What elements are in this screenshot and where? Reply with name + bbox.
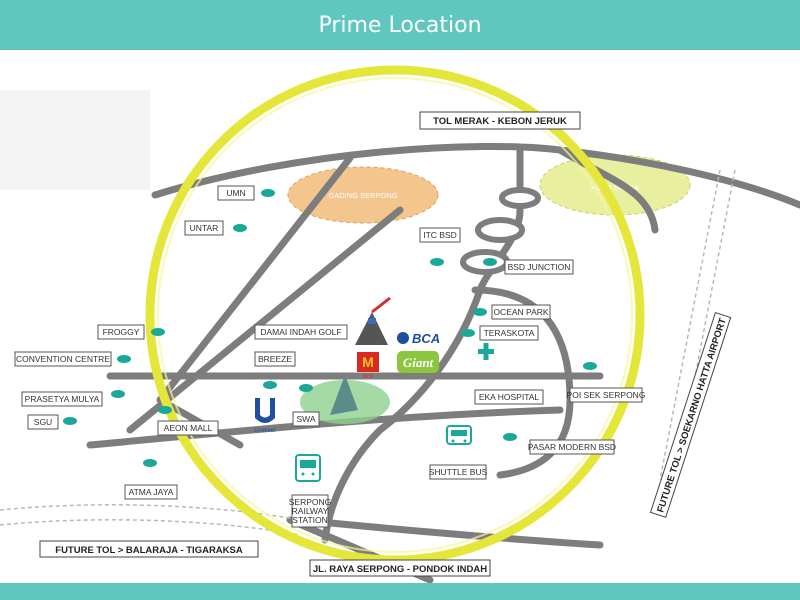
area-alam-sutra-label: ALAM SUTRA (591, 183, 639, 192)
svg-text:PASAR MODERN BSD: PASAR MODERN BSD (528, 442, 616, 452)
hospital-cross-icon (478, 343, 494, 360)
svg-text:SWA: SWA (296, 414, 315, 424)
svg-text:PRASETYA MULYA: PRASETYA MULYA (25, 394, 100, 404)
bca-logo: BCA (397, 331, 440, 346)
svg-text:AEON MALL: AEON MALL (164, 423, 213, 433)
place-shuttle-bus: SHUTTLE BUS (429, 464, 488, 480)
svg-text:ITC BSD: ITC BSD (423, 230, 457, 240)
svg-text:SGU: SGU (34, 417, 52, 427)
place-breeze: BREEZE (254, 351, 296, 389)
future-toll-south-line-2 (0, 519, 301, 536)
place-bsd-junction: BSD JUNCTION (483, 258, 574, 275)
svg-text:BREEZE: BREEZE (258, 354, 292, 364)
location-map: GADING SERPONG ALAM SUTRA TOL MERAK - KE… (0, 65, 800, 583)
marker-dot (461, 329, 475, 337)
project-building-icon (330, 375, 358, 415)
golf-icon (355, 296, 391, 345)
place-serpong-station: SERPONG RAILWAY STATION (289, 494, 332, 528)
svg-text:FUTURE TOL > SOEKARNO HATTA AI: FUTURE TOL > SOEKARNO HATTA AIRPORT (655, 317, 728, 514)
place-eka-hospital: EKA HOSPITAL (474, 389, 544, 405)
bus-icon (446, 425, 472, 445)
marker-dot (117, 355, 131, 363)
road-w-diagonal-2 (126, 206, 404, 434)
mcdonalds-logo: M McD (357, 352, 379, 380)
label-future-tol-east: FUTURE TOL > SOEKARNO HATTA AIRPORT (649, 311, 732, 518)
svg-text:TERASKOTA: TERASKOTA (484, 328, 535, 338)
place-labels: UMN UNTAR FROGGY CONVENTION CENTRE PRASE… (14, 185, 646, 528)
road-nw-diagonal (156, 154, 354, 404)
svg-text:BCA: BCA (412, 331, 440, 346)
backdrop-block (0, 90, 150, 190)
svg-text:STATION: STATION (292, 515, 328, 525)
label-bottom-road: JL. RAYA SERPONG - PONDOK INDAH (309, 559, 491, 577)
footer-bar (0, 583, 800, 600)
future-toll-east-line (659, 169, 721, 481)
place-swa: SWA (292, 384, 320, 427)
marker-dot (583, 362, 597, 370)
svg-text:JL. RAYA SERPONG - PONDOK INDA: JL. RAYA SERPONG - PONDOK INDAH (313, 564, 487, 575)
place-froggy: FROGGY (97, 324, 165, 340)
place-teraskota: TERASKOTA (461, 325, 539, 341)
svg-text:FROGGY: FROGGY (103, 327, 140, 337)
marker-dot (111, 390, 125, 398)
svg-text:POI SEK SERPONG: POI SEK SERPONG (567, 390, 646, 400)
label-future-tol-south: FUTURE TOL > BALARAJA - TIGARAKSA (39, 540, 259, 558)
place-atma-jaya: ATMA JAYA (124, 459, 178, 500)
marker-dot (263, 381, 277, 389)
unilever-logo: Unilever (254, 398, 277, 434)
marker-dot (63, 417, 77, 425)
place-sgu: SGU (27, 414, 77, 430)
svg-text:UMN: UMN (226, 188, 245, 198)
svg-text:OCEAN PARK: OCEAN PARK (493, 307, 548, 317)
road-horizontal-2 (86, 406, 564, 449)
place-aeon-mall: AEON MALL (157, 406, 219, 436)
label-tol-north: TOL MERAK - KEBON JERUK (419, 111, 581, 130)
svg-text:Unilever: Unilever (254, 428, 277, 434)
marker-dot (503, 433, 517, 441)
svg-text:BSD JUNCTION: BSD JUNCTION (508, 262, 571, 272)
header-bar: Prime Location (0, 0, 800, 50)
svg-text:Giant: Giant (403, 355, 434, 370)
svg-text:EKA HOSPITAL: EKA HOSPITAL (479, 392, 540, 402)
marker-dot (299, 384, 313, 392)
marker-dot (261, 189, 275, 197)
svg-text:FUTURE TOL > BALARAJA - TIGARA: FUTURE TOL > BALARAJA - TIGARAKSA (55, 545, 243, 556)
future-toll-east-line-2 (674, 169, 736, 481)
svg-text:CONVENTION CENTRE: CONVENTION CENTRE (16, 354, 110, 364)
marker-dot (158, 406, 172, 414)
marker-dot (483, 258, 497, 266)
svg-text:M: M (362, 354, 374, 370)
svg-text:SERPONG: SERPONG (289, 497, 332, 507)
giant-logo: Giant (397, 351, 439, 373)
road-tol-north (151, 142, 800, 209)
svg-text:SHUTTLE BUS: SHUTTLE BUS (429, 467, 488, 477)
place-untar: UNTAR (184, 220, 247, 236)
place-itc-bsd: ITC BSD (419, 227, 461, 266)
train-icon (295, 454, 321, 482)
road-bottom (296, 516, 604, 549)
svg-text:McD: McD (363, 374, 374, 380)
highlight-ring-inner (157, 77, 633, 553)
svg-text:ATMA JAYA: ATMA JAYA (129, 487, 174, 497)
road-network (86, 142, 800, 583)
place-ocean-park: OCEAN PARK (473, 304, 551, 320)
road-tol-east-link (556, 146, 659, 234)
place-pasar-modern: PASAR MODERN BSD (503, 433, 616, 455)
marker-dot (233, 224, 247, 232)
marker-dot (473, 308, 487, 316)
place-umn: UMN (217, 185, 275, 201)
svg-text:DAMAI INDAH GOLF: DAMAI INDAH GOLF (260, 327, 341, 337)
marker-dot (143, 459, 157, 467)
svg-text:UNTAR: UNTAR (190, 223, 219, 233)
marker-dot (430, 258, 444, 266)
marker-dot (151, 328, 165, 336)
svg-text:TOL MERAK - KEBON JERUK: TOL MERAK - KEBON JERUK (433, 116, 567, 127)
place-convention-centre: CONVENTION CENTRE (14, 351, 131, 367)
area-gading-serpong-label: GADING SERPONG (328, 191, 397, 200)
place-poi-sek-serpong: POI SEK SERPONG (567, 362, 646, 403)
page-title: Prime Location (318, 12, 482, 38)
svg-text:RAILWAY: RAILWAY (292, 506, 329, 516)
place-damai-indah-golf: DAMAI INDAH GOLF (254, 324, 348, 340)
place-prasetya-mulya: PRASETYA MULYA (21, 390, 125, 407)
